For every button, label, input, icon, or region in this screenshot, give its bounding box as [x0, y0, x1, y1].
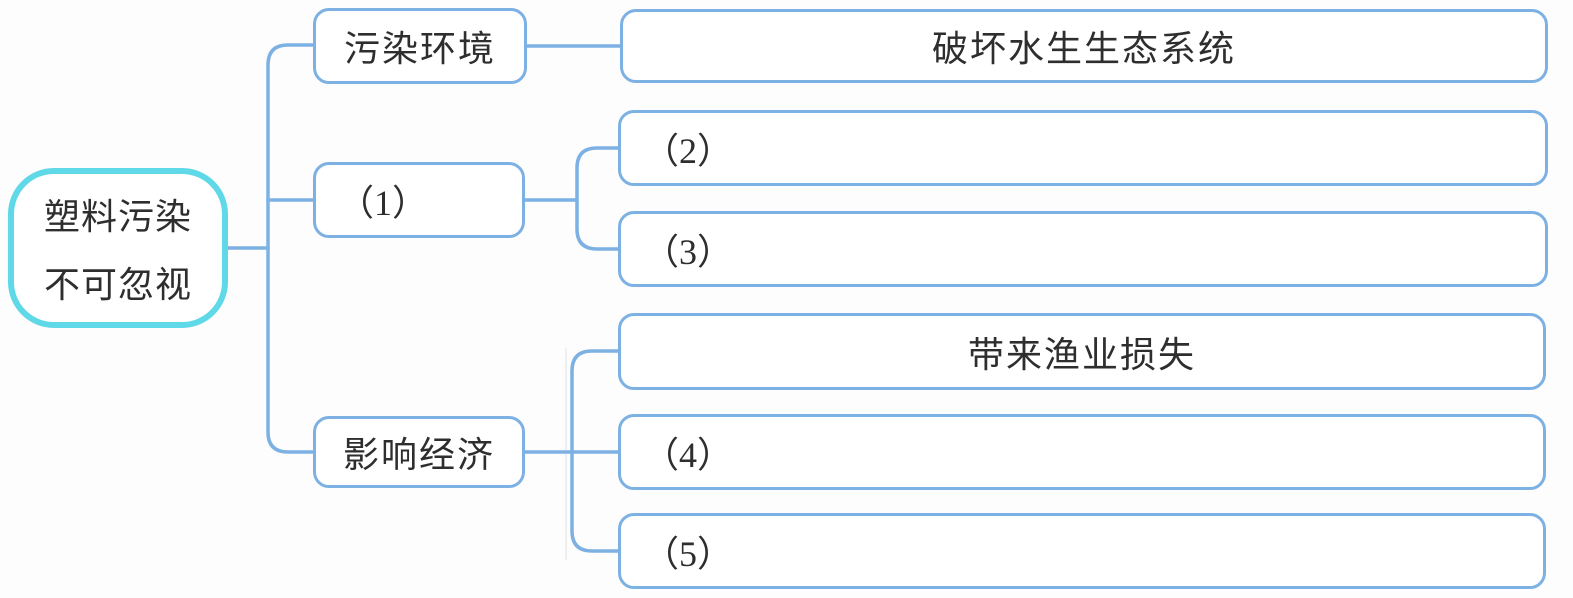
node-aquatic-ecosystem-damage: 破坏水生生态系统: [620, 9, 1548, 83]
root-label-line-1: 塑料污染: [43, 197, 192, 237]
node-label: 污染环境: [343, 29, 496, 69]
node-label: （1）: [338, 183, 429, 223]
node-economy-impact: 影响经济: [313, 416, 525, 488]
node-label: 带来渔业损失: [967, 334, 1196, 375]
connector-level1-trunk: [266, 43, 315, 454]
node-label: （5）: [643, 534, 734, 574]
node-blank-4: （4）: [618, 414, 1546, 490]
root-label-line-2: 不可忽视: [43, 265, 192, 305]
connector-trunk2-branches: [575, 146, 620, 251]
node-root: 塑料污染 不可忽视: [8, 168, 228, 328]
node-blank-5: （5）: [618, 513, 1546, 589]
node-pollution-environment: 污染环境: [313, 8, 527, 84]
node-blank-3: （3）: [618, 211, 1548, 287]
node-blank-1: （1）: [313, 162, 525, 238]
node-label: （3）: [643, 232, 734, 272]
node-label: 破坏水生生态系统: [931, 29, 1236, 69]
node-label: （4）: [643, 435, 734, 475]
node-blank-2: （2）: [618, 110, 1548, 186]
node-fishery-loss: 带来渔业损失: [618, 313, 1546, 390]
node-label: 影响经济: [342, 435, 495, 475]
node-label: （2）: [643, 131, 734, 171]
